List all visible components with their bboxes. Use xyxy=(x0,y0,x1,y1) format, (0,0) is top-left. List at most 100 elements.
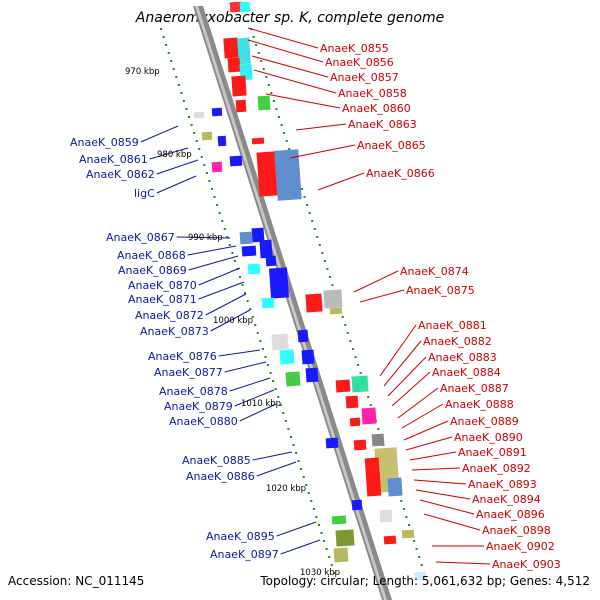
gene-feature[interactable] xyxy=(297,329,309,343)
gene-label-right[interactable]: AnaeK_0866 xyxy=(366,167,435,180)
gene-feature[interactable] xyxy=(387,477,403,497)
gene-feature[interactable] xyxy=(305,293,323,313)
gene-feature[interactable] xyxy=(211,107,223,117)
gene-feature[interactable] xyxy=(353,439,367,451)
gene-feature[interactable] xyxy=(351,499,363,511)
gene-feature[interactable] xyxy=(285,371,301,387)
tick-dot xyxy=(272,380,275,382)
gene-feature[interactable] xyxy=(257,95,271,111)
gene-label-right[interactable]: AnaeK_0892 xyxy=(462,462,531,475)
gene-feature[interactable] xyxy=(256,151,278,197)
gene-label-left[interactable]: AnaeK_0880 xyxy=(169,415,238,428)
gene-label-right[interactable]: AnaeK_0860 xyxy=(342,102,411,115)
gene-label-left[interactable]: AnaeK_0878 xyxy=(159,385,228,398)
gene-label-left[interactable]: AnaeK_0861 xyxy=(79,153,148,166)
gene-feature[interactable] xyxy=(247,263,261,275)
gene-label-right[interactable]: AnaeK_0855 xyxy=(320,42,389,55)
gene-feature[interactable] xyxy=(223,37,239,59)
gene-feature[interactable] xyxy=(201,131,213,141)
gene-feature[interactable] xyxy=(333,547,349,563)
gene-label-right[interactable]: AnaeK_0893 xyxy=(468,478,537,491)
gene-label-left[interactable]: AnaeK_0867 xyxy=(106,231,175,244)
gene-label-right[interactable]: AnaeK_0874 xyxy=(400,265,469,278)
gene-label-right[interactable]: AnaeK_0887 xyxy=(440,382,509,395)
gene-feature[interactable] xyxy=(383,535,397,545)
gene-label-right[interactable]: AnaeK_0865 xyxy=(357,139,426,152)
gene-label-right[interactable]: AnaeK_0875 xyxy=(406,284,475,297)
gene-feature[interactable] xyxy=(227,57,241,73)
gene-feature[interactable] xyxy=(241,245,257,257)
gene-label-left[interactable]: AnaeK_0862 xyxy=(86,168,155,181)
gene-feature[interactable] xyxy=(351,375,369,393)
gene-label-right[interactable]: AnaeK_0858 xyxy=(338,87,407,100)
gene-feature[interactable] xyxy=(237,37,251,65)
gene-label-right[interactable]: AnaeK_0896 xyxy=(476,508,545,521)
gene-feature[interactable] xyxy=(235,99,247,113)
gene-label-right[interactable]: AnaeK_0883 xyxy=(428,351,497,364)
gene-feature[interactable] xyxy=(329,307,343,315)
gene-label-right[interactable]: AnaeK_0903 xyxy=(492,558,561,571)
gene-feature[interactable] xyxy=(401,529,415,539)
gene-label-left[interactable]: AnaeK_0870 xyxy=(128,279,197,292)
gene-label-left[interactable]: AnaeK_0886 xyxy=(186,470,255,483)
gene-label-right[interactable]: AnaeK_0882 xyxy=(423,335,492,348)
gene-label-right[interactable]: AnaeK_0898 xyxy=(482,524,551,537)
gene-feature[interactable] xyxy=(259,239,273,259)
gene-feature[interactable] xyxy=(371,433,385,447)
gene-feature[interactable] xyxy=(193,111,205,119)
gene-label-right[interactable]: AnaeK_0863 xyxy=(348,118,417,131)
gene-feature[interactable] xyxy=(268,267,290,299)
gene-label-left[interactable]: AnaeK_0869 xyxy=(118,264,187,277)
gene-feature[interactable] xyxy=(279,349,295,365)
gene-label-right[interactable]: AnaeK_0891 xyxy=(458,446,527,459)
tick-dot xyxy=(413,540,416,542)
gene-feature[interactable] xyxy=(305,367,319,383)
gene-label-left[interactable]: AnaeK_0885 xyxy=(182,454,251,467)
gene-feature[interactable] xyxy=(274,149,302,201)
gene-label-right[interactable]: AnaeK_0881 xyxy=(418,319,487,332)
gene-feature[interactable] xyxy=(331,515,347,525)
gene-label-left[interactable]: AnaeK_0868 xyxy=(117,249,186,262)
gene-label-left[interactable]: AnaeK_0873 xyxy=(140,325,209,338)
gene-feature[interactable] xyxy=(323,289,343,309)
gene-label-right[interactable]: AnaeK_0888 xyxy=(445,398,514,411)
gene-feature[interactable] xyxy=(239,1,251,13)
gene-feature[interactable] xyxy=(239,231,253,245)
gene-label-left[interactable]: AnaeK_0877 xyxy=(154,366,223,379)
gene-label-right[interactable]: AnaeK_0857 xyxy=(330,71,399,84)
gene-label-left[interactable]: ligC xyxy=(134,187,155,200)
gene-feature[interactable] xyxy=(301,349,315,365)
gene-label-left[interactable]: AnaeK_0897 xyxy=(210,548,279,561)
gene-feature[interactable] xyxy=(325,437,339,449)
gene-feature[interactable] xyxy=(231,75,247,97)
gene-label-right[interactable]: AnaeK_0890 xyxy=(454,431,523,444)
gene-feature[interactable] xyxy=(251,227,265,243)
gene-label-left[interactable]: AnaeK_0879 xyxy=(164,400,233,413)
gene-feature[interactable] xyxy=(265,255,277,267)
gene-feature[interactable] xyxy=(345,395,359,409)
gene-feature[interactable] xyxy=(361,407,377,425)
gene-label-right[interactable]: AnaeK_0902 xyxy=(486,540,555,553)
gene-label-left[interactable]: AnaeK_0872 xyxy=(135,309,204,322)
gene-feature[interactable] xyxy=(335,379,351,393)
gene-label-left[interactable]: AnaeK_0895 xyxy=(206,530,275,543)
gene-label-left[interactable]: AnaeK_0859 xyxy=(70,136,139,149)
gene-feature[interactable] xyxy=(335,529,355,547)
gene-label-left[interactable]: AnaeK_0871 xyxy=(128,293,197,306)
gene-feature[interactable] xyxy=(271,333,289,351)
gene-feature[interactable] xyxy=(251,137,265,145)
gene-label-left[interactable]: AnaeK_0876 xyxy=(148,350,217,363)
gene-feature[interactable] xyxy=(229,155,243,167)
gene-feature[interactable] xyxy=(217,135,227,147)
gene-feature[interactable] xyxy=(364,457,382,497)
gene-feature[interactable] xyxy=(211,161,223,173)
gene-label-right[interactable]: AnaeK_0894 xyxy=(472,493,541,506)
gene-feature[interactable] xyxy=(379,509,393,523)
gene-feature[interactable] xyxy=(229,1,243,13)
gene-label-right[interactable]: AnaeK_0889 xyxy=(450,415,519,428)
gene-feature[interactable] xyxy=(349,417,361,427)
gene-feature[interactable] xyxy=(413,571,427,581)
gene-feature[interactable] xyxy=(261,297,275,309)
gene-label-right[interactable]: AnaeK_0856 xyxy=(325,56,394,69)
gene-label-right[interactable]: AnaeK_0884 xyxy=(432,366,501,379)
